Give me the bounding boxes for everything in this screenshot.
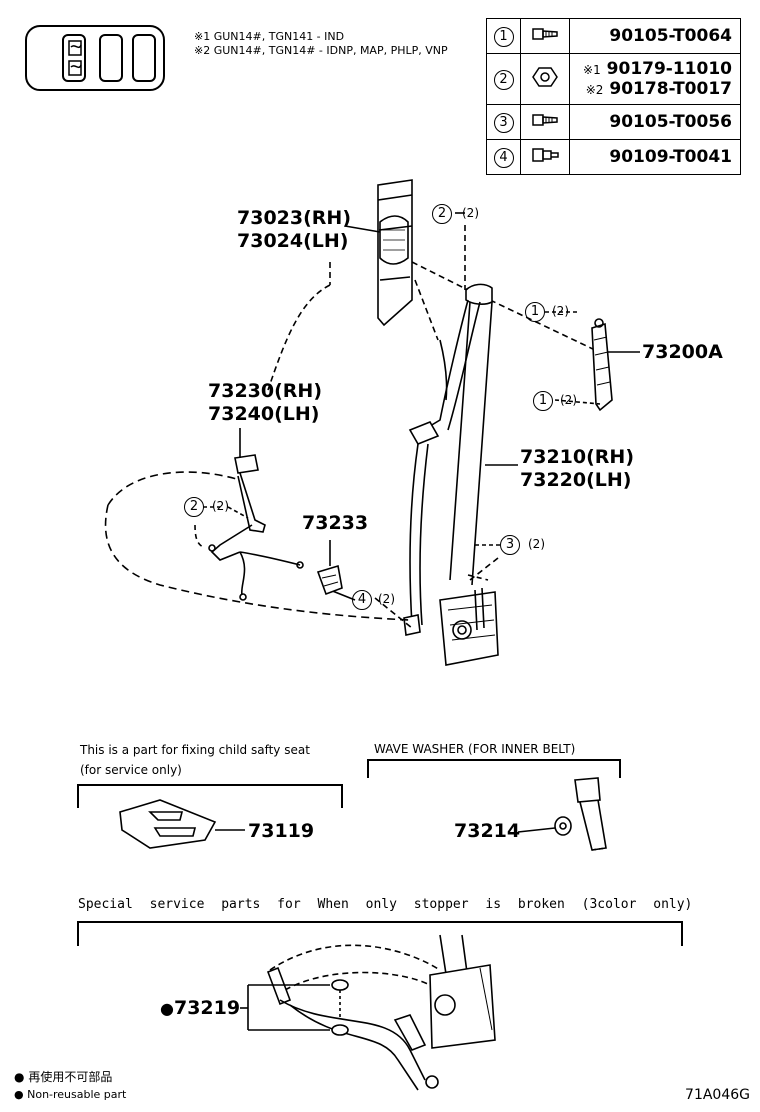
stopper-assembly-illustration: [266, 934, 496, 1091]
applicability-note-1: ※1 GUN14#, TGN141 - IND: [194, 30, 345, 43]
legend-bullet: ●: [14, 1088, 24, 1101]
index-circle: 3: [493, 113, 514, 133]
child-seat-note-2: (for service only): [80, 763, 182, 777]
part-label-73023[interactable]: 73023(RH): [237, 207, 351, 229]
ref-circle-2: 2: [184, 497, 204, 517]
ref-qty: (2): [528, 537, 545, 551]
ref-circle-3: 3: [500, 535, 520, 555]
legend-jp-text: 再使用不可部品: [28, 1070, 113, 1084]
child-seat-note-1: This is a part for fixing child safty se…: [80, 743, 310, 757]
ref-qty: (2): [560, 393, 577, 407]
ref-circle-1: 1: [525, 302, 545, 322]
ref-circle-4: 4: [352, 590, 372, 610]
shoulder-bolt-icon: [530, 148, 560, 171]
bolt-parts-table: 1 90105-T0064 2 ※1 90179-11010 ※2 90178-…: [486, 18, 741, 175]
index-circle: 1: [493, 27, 514, 47]
part-number: 90105-T0064: [609, 26, 732, 46]
part-label-73210[interactable]: 73210(RH): [520, 446, 634, 468]
variant-mark: ※2: [585, 83, 604, 97]
wave-washer-illustration: [554, 777, 607, 851]
applicability-note-2: ※2 GUN14#, TGN14# - IDNP, MAP, PHLP, VNP: [194, 44, 448, 57]
part-label-73214[interactable]: 73214: [454, 820, 521, 842]
figure-id: 71A046G: [685, 1087, 750, 1103]
legend-bullet: ●: [14, 1070, 25, 1084]
ref-qty: (2): [378, 592, 395, 606]
part-number: 73219: [173, 997, 241, 1019]
special-service-note: Special service parts for When only stop…: [78, 897, 693, 912]
part-label-73219[interactable]: ●73219: [160, 997, 240, 1019]
part-number: 90109-T0041: [609, 147, 732, 167]
outer-belt-illustration: [419, 299, 493, 586]
buckle-illustration: [208, 454, 304, 601]
vehicle-seat-layout-icon: [25, 25, 165, 91]
ref-circle-2: 2: [432, 204, 452, 224]
ref-qty: (2): [552, 304, 569, 318]
part-label-73200A[interactable]: 73200A: [642, 341, 723, 363]
table-row: 4 90109-T0041: [486, 139, 741, 175]
height-adjuster-illustration: [591, 318, 613, 412]
nut-icon: [532, 67, 558, 93]
part-number: 90105-T0056: [609, 112, 732, 132]
non-reusable-bullet: ●: [160, 999, 174, 1018]
part-label-73024[interactable]: 73024(LH): [237, 230, 349, 252]
part-label-73220[interactable]: 73220(LH): [520, 469, 632, 491]
index-circle: 2: [493, 70, 514, 90]
ref-qty: (2): [462, 206, 479, 220]
child-seat-anchor-illustration: [119, 799, 217, 849]
table-row: 1 90105-T0064: [486, 18, 741, 54]
cover-clip-illustration: [316, 564, 343, 596]
legend-en: ● Non-reusable part: [14, 1088, 126, 1102]
part-label-73240[interactable]: 73240(LH): [208, 403, 320, 425]
part-number: 90179-11010: [606, 59, 732, 79]
part-label-73119[interactable]: 73119: [248, 820, 315, 842]
shoulder-guide-illustration: [465, 283, 493, 305]
legend-en-text: Non-reusable part: [27, 1088, 127, 1101]
bolt-icon: [530, 28, 560, 50]
legend-jp: ● 再使用不可部品: [14, 1070, 112, 1084]
table-row: 2 ※1 90179-11010 ※2 90178-T0017: [486, 53, 741, 105]
ref-qty: (2): [212, 499, 229, 513]
variant-mark: ※1: [583, 63, 601, 77]
retractor-illustration: [439, 574, 499, 666]
index-circle: 4: [493, 148, 514, 168]
ref-circle-1: 1: [533, 391, 553, 411]
wave-washer-note: WAVE WASHER (FOR INNER BELT): [374, 742, 576, 756]
part-label-73230[interactable]: 73230(RH): [208, 380, 322, 402]
pillar-anchor-illustration: [377, 179, 413, 327]
part-number: 90178-T0017: [609, 79, 732, 99]
part-label-73233[interactable]: 73233: [302, 512, 369, 534]
bolt-icon: [530, 114, 560, 136]
